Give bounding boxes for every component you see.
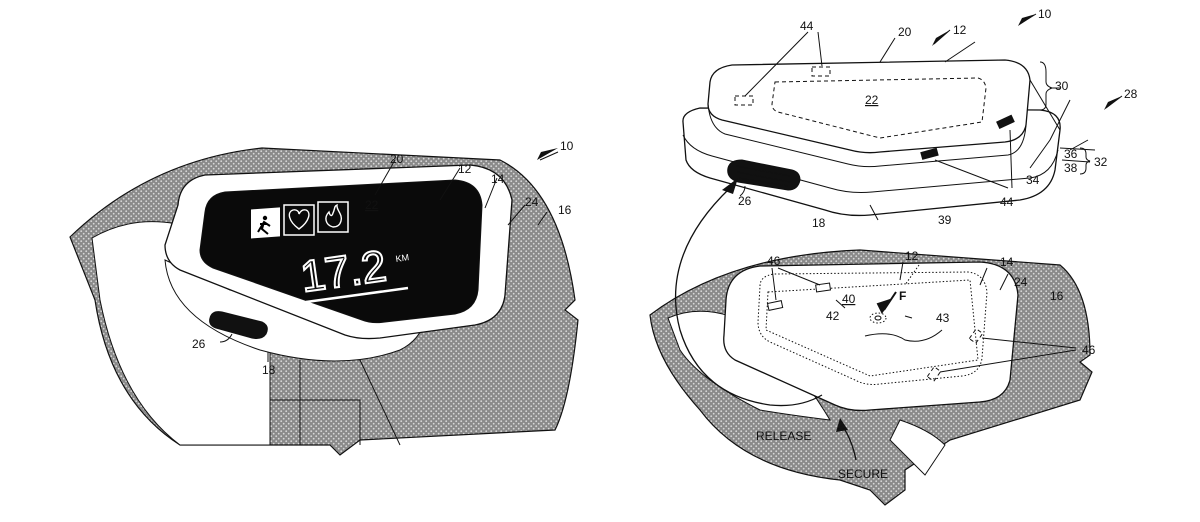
right-label-24: 24: [1014, 275, 1028, 289]
connector-44-c: [996, 114, 1015, 130]
force-arrow: [876, 291, 897, 314]
right-label-12-top: 12: [953, 23, 967, 37]
ref-12-band-line: [904, 264, 920, 286]
connector-44-a: [734, 95, 754, 106]
right-leaders: [739, 31, 1096, 373]
right-band-inner-2: [889, 419, 946, 476]
left-figure: 17.2 KM 10 20 12 14 22 24 16 26 18: [69, 139, 579, 456]
right-label-16: 16: [1050, 289, 1064, 303]
right-label-12-band: 12: [905, 249, 919, 263]
right-label-30: 30: [1055, 79, 1069, 93]
right-label-43: 43: [936, 311, 950, 325]
left-label-18: 18: [262, 363, 276, 377]
runner-icon: [257, 215, 271, 235]
bracket-32: [1079, 147, 1091, 175]
right-frame: [723, 261, 1019, 412]
secure-label: SECURE: [838, 467, 888, 481]
right-label-36: 36: [1064, 147, 1078, 161]
release-arrowhead: [722, 178, 738, 194]
right-cavity-2: [765, 279, 979, 377]
right-label-18: 18: [812, 216, 826, 230]
distance-underline: [305, 286, 409, 304]
release-arrow: [674, 187, 823, 407]
right-label-42: 42: [826, 309, 840, 323]
right-label-22: 22: [865, 93, 879, 107]
flex-line: [864, 329, 943, 342]
right-label-40: 40: [842, 292, 856, 306]
left-label-16: 16: [558, 203, 572, 217]
right-label-14: 14: [1000, 255, 1014, 269]
right-arrow-28-line: [1105, 95, 1123, 109]
right-label-10: 10: [1038, 7, 1052, 21]
right-figure: 10 44 20 12 22 30 28 36 38 32 34 44 39 2…: [649, 7, 1138, 506]
left-label-26: 26: [192, 337, 206, 351]
left-arrow-10: [537, 148, 558, 160]
right-label-34: 34: [1026, 173, 1040, 187]
right-label-38: 38: [1064, 161, 1078, 175]
right-label-46-top: 46: [767, 254, 781, 268]
right-face: [707, 59, 1031, 154]
secure-arrowhead: [836, 418, 848, 432]
connector-44-d: [920, 147, 939, 160]
connector-46-d: [926, 366, 942, 382]
connector-44-b: [811, 66, 831, 77]
left-label-12: 12: [458, 162, 472, 176]
right-label-26: 26: [738, 194, 752, 208]
left-label-14: 14: [491, 172, 505, 186]
heart-icon: [288, 209, 310, 230]
connector-46-c: [968, 328, 984, 344]
right-label-39: 39: [938, 213, 952, 227]
flame-tile: [317, 201, 349, 233]
right-label-44-top: 44: [800, 19, 814, 33]
right-label-F: F: [899, 289, 906, 303]
right-face-edge: [1029, 79, 1061, 131]
heart-tile: [283, 204, 315, 236]
right-label-44-side: 44: [1000, 195, 1014, 209]
right-arrow-10-line: [1019, 13, 1037, 25]
left-button: [209, 311, 268, 339]
bracket-30: [1039, 61, 1054, 111]
right-body-lip: [682, 134, 1059, 193]
left-leaders: [219, 151, 559, 362]
left-label-22: 22: [365, 198, 379, 212]
right-label-46-right: 46: [1082, 343, 1096, 357]
left-label-24: 24: [525, 195, 539, 209]
distance-unit: KM: [395, 252, 410, 264]
right-label-32: 32: [1094, 155, 1108, 169]
right-display-area: [771, 77, 987, 139]
right-face-lower: [707, 103, 1027, 168]
release-label: RELEASE: [756, 429, 811, 443]
right-cavity: [757, 271, 988, 385]
right-label-28: 28: [1124, 87, 1138, 101]
right-arrow-12-line: [933, 29, 951, 45]
connector-46-a: [766, 300, 784, 311]
press-point: [869, 312, 887, 324]
right-label-20: 20: [898, 25, 912, 39]
press-point-inner: [874, 315, 882, 321]
right-plug-lines: [735, 165, 791, 187]
flame-icon: [325, 203, 343, 228]
left-label-20: 20: [390, 152, 404, 166]
left-label-10: 10: [560, 139, 574, 153]
